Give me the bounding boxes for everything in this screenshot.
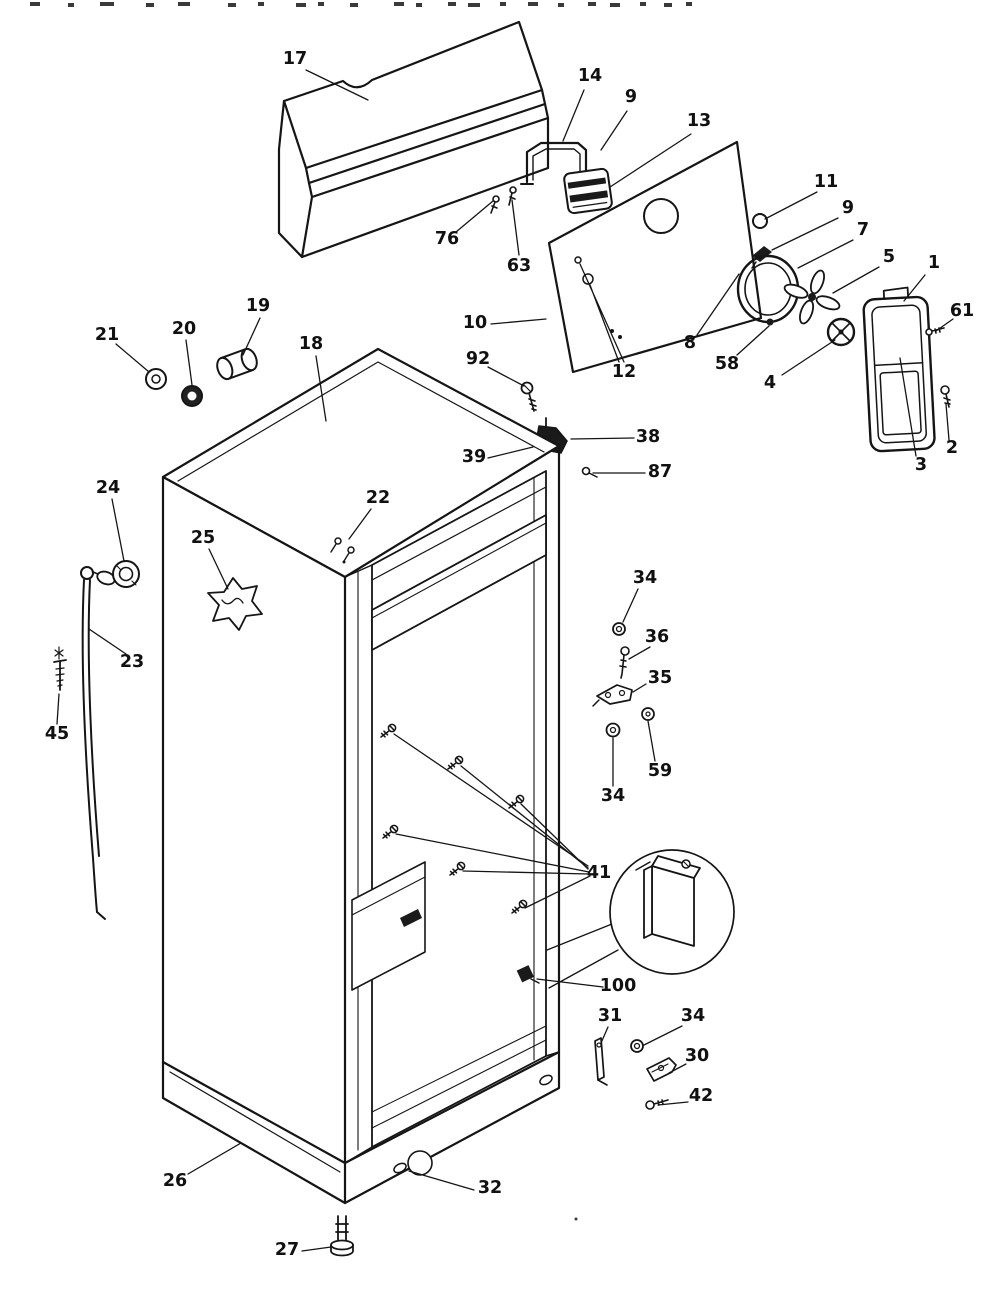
part-87-screw [581,466,598,478]
part-label-3: 3 [915,455,927,475]
part-label-9a: 9 [625,87,637,107]
part-63-screw [508,186,517,206]
part-label-25: 25 [191,528,215,548]
part-59-washer [641,707,655,721]
part-13-motor [563,167,613,215]
part-label-63: 63 [507,256,531,276]
part-22-screws [330,537,355,564]
part-label-20: 20 [172,319,196,339]
part-label-45: 45 [45,724,69,744]
cabinet-shell [161,347,561,1165]
part-label-4: 4 [764,373,776,393]
part-label-19: 19 [246,296,270,316]
part-label-9b: 9 [842,198,854,218]
leader-lines [56,69,954,1252]
part-label-13: 13 [687,111,711,131]
part-23-hinge-rod [80,566,116,920]
part-4-fan-motor [826,317,856,347]
part-label-61: 61 [950,301,974,321]
part-label-31: 31 [598,1006,622,1026]
part-27-leveling-leg [330,1215,354,1257]
part-20-grommet [181,385,203,407]
part-21-grommet [145,368,167,390]
part-label-58: 58 [715,354,739,374]
part-label-1: 1 [928,253,940,273]
part-label-39: 39 [462,447,486,467]
part-label-23: 23 [120,652,144,672]
part-label-87: 87 [648,462,672,482]
part-label-35: 35 [648,668,672,688]
part-label-10: 10 [463,313,487,333]
part-label-38: 38 [636,427,660,447]
part-label-34a: 34 [633,568,657,588]
part-61-screw [925,327,945,336]
scan-artifacts [30,2,692,1221]
part-label-34c: 34 [681,1006,705,1026]
part-labels: 17 14 9 13 11 9 7 5 1 61 76 63 10 12 58 … [45,49,974,1260]
part-label-26: 26 [163,1171,187,1191]
part-label-11: 11 [814,172,838,192]
part-30-bracket [646,1057,677,1082]
part-5-fan-blade [783,269,841,325]
part-76-screw [490,195,500,214]
part-24-washer [112,560,140,588]
part-label-59: 59 [648,761,672,781]
detail-view-circle [546,849,735,989]
part-11-grommet [752,213,768,229]
part-19-spacer [216,347,258,381]
part-label-30: 30 [685,1046,709,1066]
part-label-8: 8 [684,333,696,353]
part-34-nut-bottom [605,722,621,738]
part-label-34b: 34 [601,786,625,806]
part-31-bracket-strip [594,1037,608,1086]
part-label-17: 17 [283,49,307,69]
part-34-nut-top [612,622,626,636]
part-label-76: 76 [435,229,459,249]
part-58-screw [766,318,774,326]
part-25-emblem [207,577,263,631]
part-45-screw [53,646,67,691]
part-1-cover-plate [862,286,936,453]
part-label-41: 41 [587,863,611,883]
part-label-24: 24 [96,478,120,498]
part-label-7: 7 [857,220,869,240]
part-92-screw [520,381,537,412]
part-label-2: 2 [946,438,958,458]
part-label-5: 5 [883,247,895,267]
part-42-screw [645,1099,669,1110]
part-label-21: 21 [95,325,119,345]
part-label-22: 22 [366,488,390,508]
part-label-42: 42 [689,1086,713,1106]
part-label-92: 92 [466,349,490,369]
part-label-27: 27 [275,1240,299,1260]
part-label-32: 32 [478,1178,502,1198]
part-label-12: 12 [612,362,636,382]
part-35-hinge-bracket [592,684,633,707]
part-17-top-panel [277,20,550,259]
part-100-clip [516,965,540,984]
part-label-14: 14 [578,66,602,86]
part-2-screw [940,385,951,408]
cabinet-base [161,1050,561,1205]
part-label-18: 18 [299,334,323,354]
part-label-100: 100 [600,976,637,996]
part-36-bolt [619,646,630,679]
part-label-36: 36 [645,627,669,647]
part-34-nut-base [630,1039,644,1053]
